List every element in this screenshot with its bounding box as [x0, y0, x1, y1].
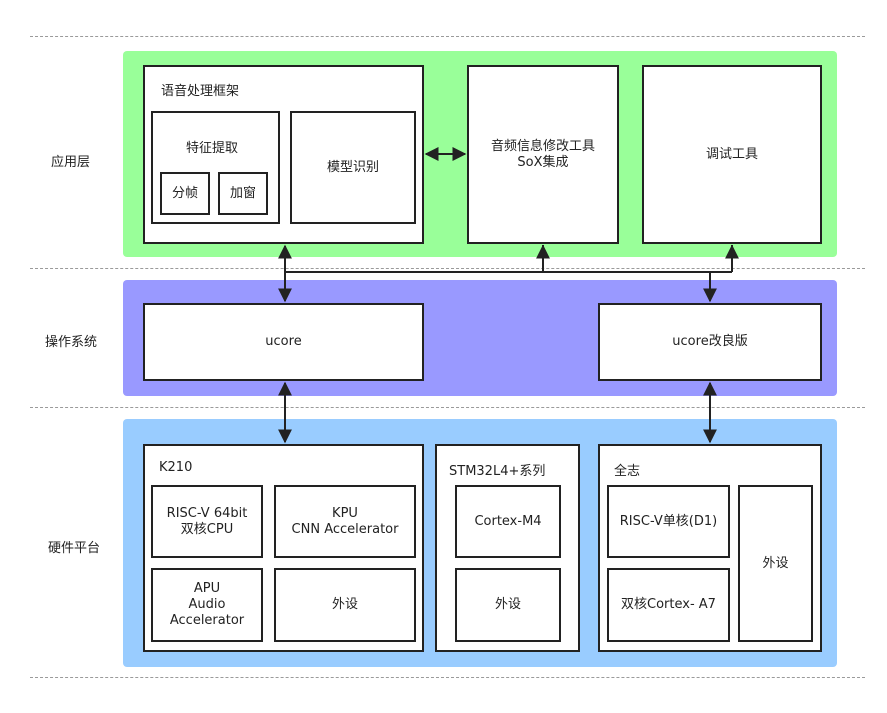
k210-peripheral-box: 外设: [274, 568, 416, 642]
ucore-box: ucore: [143, 303, 424, 381]
separator-line: [30, 36, 865, 37]
ucore-improved-box: ucore改良版: [598, 303, 822, 381]
stm32-cortex-box: Cortex-M4: [455, 485, 561, 558]
stm32-title: STM32L4+系列: [449, 464, 546, 479]
audio-tool-box: 音频信息修改工具 SoX集成: [467, 65, 619, 244]
separator-line: [30, 407, 865, 408]
separator-line: [30, 677, 865, 678]
windowing-box: 加窗: [218, 172, 268, 215]
k210-riscv-box: RISC-V 64bit 双核CPU: [151, 485, 263, 558]
allwinner-peripheral-box: 外设: [738, 485, 813, 642]
speech-framework-title: 语音处理框架: [161, 84, 240, 99]
k210-title: K210: [159, 460, 193, 475]
os-layer-label: 操作系统: [45, 335, 98, 350]
allwinner-title: 全志: [614, 464, 641, 479]
feature-extraction-title: 特征提取: [186, 141, 239, 156]
separator-line: [30, 268, 865, 269]
allwinner-riscv-box: RISC-V单核(D1): [607, 485, 730, 558]
k210-apu-box: APU Audio Accelerator: [151, 568, 263, 642]
framing-box: 分帧: [160, 172, 210, 215]
stm32-peripheral-box: 外设: [455, 568, 561, 642]
application-layer-label: 应用层: [51, 155, 91, 170]
model-recognition-box: 模型识别: [290, 111, 416, 224]
hardware-layer-label: 硬件平台: [48, 541, 101, 556]
allwinner-cortex-box: 双核Cortex- A7: [607, 568, 730, 642]
k210-kpu-box: KPU CNN Accelerator: [274, 485, 416, 558]
debug-tool-box: 调试工具: [642, 65, 822, 244]
